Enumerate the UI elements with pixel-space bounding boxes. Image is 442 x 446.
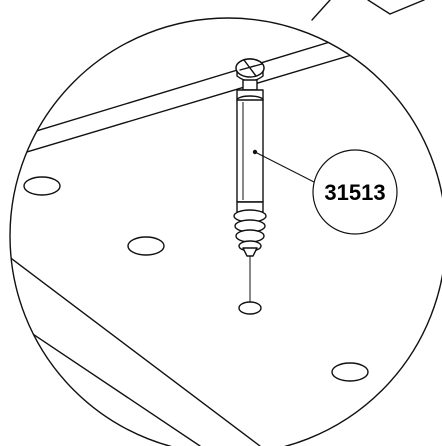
callout-circle [312,149,398,235]
part-callout: 31513 [312,149,398,235]
outer-panel-fragment [311,0,425,21]
drill-hole [127,236,165,256]
magnifier-circle [9,17,442,446]
drill-hole [23,176,61,196]
magnified-view [10,18,442,446]
part-number-label: 31513 [324,180,385,205]
callout-leader-line [254,151,315,183]
cam-bolt [233,58,267,257]
bolt-thread [233,201,267,257]
board-bottom-edge [10,249,261,446]
bolt-shaft [236,99,264,203]
drill-hole [331,362,369,382]
head-slot [243,59,257,77]
board-bottom-edge [10,377,121,446]
bolt-neck [242,79,258,91]
target-hole [238,301,262,315]
leader-dot [252,149,258,155]
board-edge-line [10,27,442,161]
